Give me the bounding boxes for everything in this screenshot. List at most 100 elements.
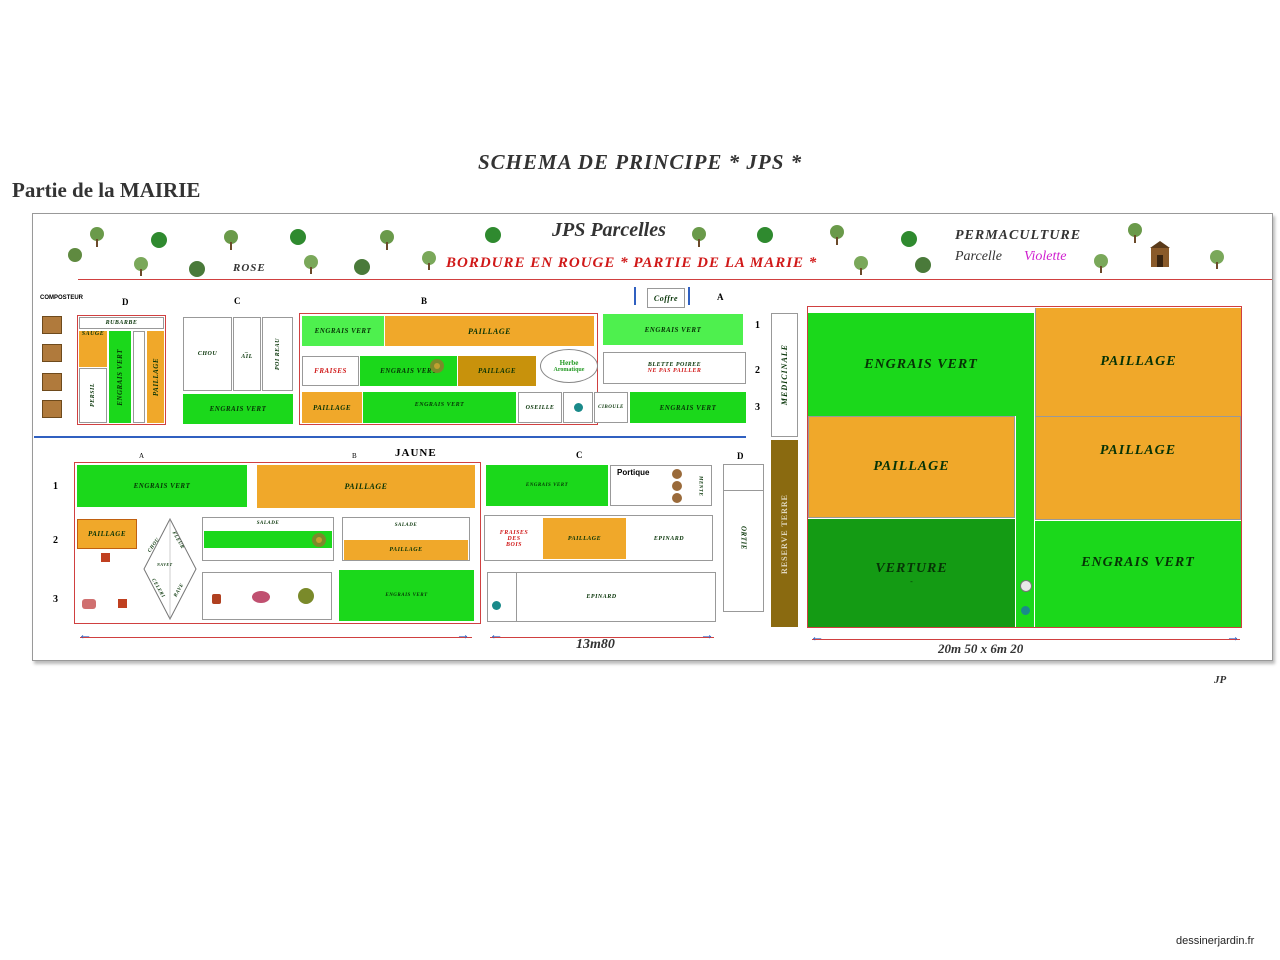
- bed-engrais-vert-c: ENGRAIS VERT: [183, 394, 293, 424]
- bed-d-column: ORTIE: [723, 464, 764, 612]
- compost-crate-icon: [42, 400, 62, 418]
- initials-label: JP: [1214, 674, 1227, 686]
- partie-mairie-label: Partie de la MAIRIE: [12, 178, 201, 202]
- tree-icon: [830, 225, 844, 245]
- red-border-line: [78, 279, 1272, 280]
- water-icon: [492, 601, 501, 610]
- row-1-label: 1: [755, 320, 760, 331]
- garden-frame: [32, 213, 1273, 661]
- tree-icon: [68, 248, 82, 262]
- bed-paillage-c2: PAILLAGE: [543, 518, 626, 559]
- bed-paillage-b2-bottom: PAILLAGE: [344, 540, 468, 560]
- watermark-link[interactable]: dessinerjardin.fr: [1176, 935, 1255, 947]
- arrow-right-icon: →: [700, 628, 714, 643]
- row-1-bottom-label: 1: [53, 481, 58, 492]
- row-3-label: 3: [755, 402, 760, 413]
- col-b-bottom-label: B: [352, 452, 357, 460]
- bed-oseille: OSEILLE: [518, 392, 562, 423]
- tree-icon: [90, 227, 104, 247]
- bed-gap: [133, 331, 145, 423]
- row-3-bottom-label: 3: [53, 594, 58, 605]
- rose-label: ROSE: [233, 262, 266, 274]
- tree-icon: [380, 230, 394, 250]
- tree-icon: [1094, 254, 1108, 273]
- bed-persil: PERSIL: [79, 368, 107, 423]
- violette-label: Violette: [1024, 249, 1067, 264]
- bush-icon: [901, 231, 917, 247]
- plant-icon: [312, 533, 326, 547]
- bush-icon: [757, 227, 773, 243]
- compost-crate-icon: [42, 344, 62, 362]
- bed-bottom-outline: [74, 462, 481, 624]
- bush-icon: [290, 229, 306, 245]
- portique-barrel-icon: [672, 469, 682, 479]
- water-icon: [1021, 606, 1030, 615]
- col-a-bottom-label: A: [139, 452, 145, 460]
- row-2-bottom-label: 2: [53, 535, 58, 546]
- bed-paillage-ml: PAILLAGE: [808, 416, 1015, 518]
- parcelle-label: Parcelle: [955, 249, 1002, 264]
- arrow-left-icon: ←: [489, 628, 503, 643]
- separator-line: [34, 436, 746, 438]
- salade-green-strip: [204, 531, 332, 548]
- composteur-label: COMPOSTEUR: [40, 295, 84, 301]
- bed-engrais-vert-b3: ENGRAIS VERT: [363, 392, 516, 423]
- bed-epinard-divider: [516, 572, 517, 622]
- reserve-terre: RESERVE TERRE: [771, 440, 798, 627]
- bed-engrais-vert-b3-bottom: ENGRAIS VERT: [339, 570, 474, 621]
- bed-portique: Portique: [610, 465, 712, 506]
- bed-engrais-vert-v: ENGRAIS VERT: [109, 331, 131, 423]
- permaculture-label: PERMACULTURE: [955, 228, 1082, 243]
- house-icon: [118, 599, 127, 608]
- jps-parcelles-title: JPS Parcelles: [552, 219, 666, 241]
- bed-paillage-mr: PAILLAGE: [1035, 416, 1241, 520]
- compost-crate-icon: [42, 316, 62, 334]
- bed-chou: CHOU: [183, 317, 232, 391]
- bed-fraises: FRAISES: [302, 356, 359, 386]
- flower-icon: [212, 594, 221, 604]
- water-icon: [573, 403, 583, 412]
- bed-verture: VERTURE-: [808, 519, 1015, 627]
- col-c-label: C: [234, 296, 241, 306]
- losange-bed: [143, 517, 197, 621]
- bed-engrais-vert-1: ENGRAIS VERT: [77, 465, 247, 507]
- bush-icon: [151, 232, 167, 248]
- dimension-line-left: [80, 637, 472, 638]
- coffre-box: Coffre: [647, 288, 685, 308]
- bed-ail: _AIL: [233, 317, 261, 391]
- col-c-bottom-label: C: [576, 450, 583, 460]
- bed-paillage-1: PAILLAGE: [257, 465, 475, 508]
- bed-paillage-b3: PAILLAGE: [302, 392, 362, 423]
- col-d-bottom-label: D: [737, 451, 744, 461]
- bed-paillage-b1: PAILLAGE: [385, 316, 594, 346]
- portique-barrel-icon: [672, 493, 682, 503]
- arrow-left-icon: ←: [78, 628, 92, 643]
- bed-water: [563, 392, 593, 423]
- flower-icon: [252, 591, 270, 603]
- bed-engrais-vert-b1: ENGRAIS VERT: [302, 316, 384, 346]
- house-icon: [101, 553, 110, 562]
- flower-icon: [82, 599, 96, 609]
- bush-icon: [485, 227, 501, 243]
- flower-icon: [298, 588, 314, 604]
- col-d-label: D: [122, 297, 129, 307]
- bed-paillage-tr: PAILLAGE: [1035, 308, 1241, 416]
- bed-paillage-v: PAILLAGE: [147, 331, 164, 423]
- bed-poireau: POI REAU: [262, 317, 293, 391]
- shed-icon: [1150, 241, 1170, 267]
- bed-engrais-vert-tl: ENGRAIS VERT: [808, 313, 1034, 416]
- bed-engrais-vert-a3: ENGRAIS VERT: [630, 392, 746, 423]
- bed-epinard-c3: EPINARD: [487, 572, 716, 622]
- dimension-line-mid: [490, 637, 714, 638]
- bed-epinard-c2: EPINARD: [653, 535, 685, 542]
- bed-engrais-vert-a1: ENGRAIS VERT: [603, 314, 743, 345]
- tree-icon: [692, 227, 706, 247]
- jaune-label: JAUNE: [395, 447, 437, 459]
- tree-icon: [422, 251, 436, 270]
- bed-sauge: SAUGE: [79, 331, 107, 367]
- losange-navet: NAVET: [157, 562, 173, 567]
- bed-paillage-b2: PAILLAGE: [458, 356, 536, 386]
